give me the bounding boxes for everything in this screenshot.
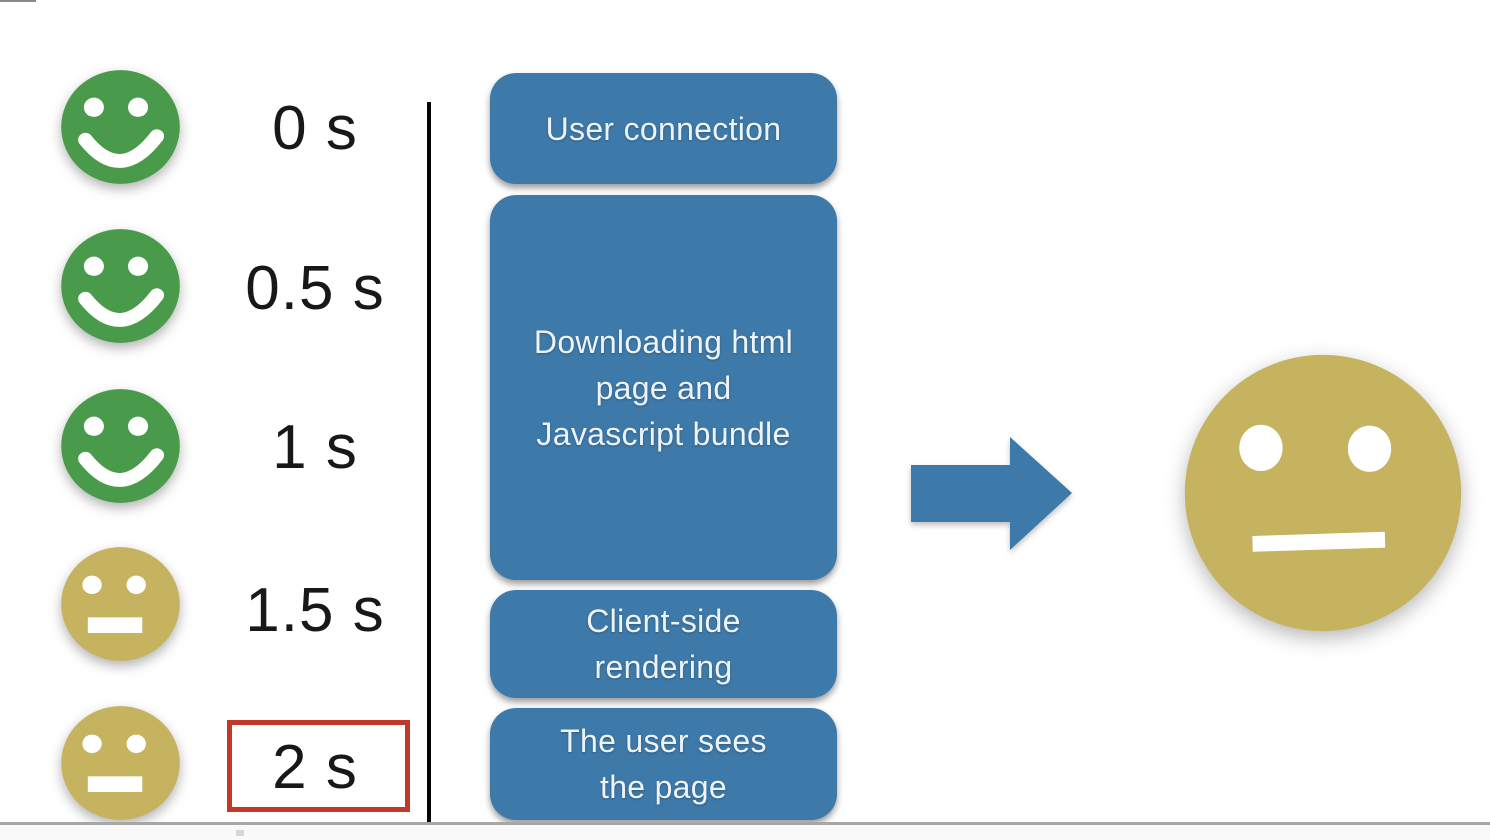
stage-label: User connection [545, 110, 782, 147]
timeline-axis [427, 102, 431, 825]
stage-box-user-sees-page: The user sees the page [490, 708, 837, 820]
happy-face-icon [60, 69, 181, 185]
neutral-face-icon [60, 705, 181, 821]
time-label: 0.5 s [245, 253, 385, 323]
stage-label: Javascript bundle [536, 415, 791, 452]
bottom-divider [0, 822, 1490, 825]
bottom-tick [236, 830, 244, 836]
stage-label: Downloading html [533, 323, 794, 360]
time-label: 0 s [272, 93, 358, 163]
happy-face-icon [60, 228, 181, 344]
stage-label: page and [595, 369, 732, 406]
stage-label: rendering [594, 649, 733, 685]
stage-box-user-connection: User connection [490, 73, 837, 184]
stage-label: The user sees [560, 723, 767, 759]
time-label: 1.5 s [245, 575, 385, 645]
time-label: 2 s [272, 732, 358, 802]
bottom-strip [0, 825, 1490, 840]
highlight-box [227, 720, 410, 812]
result-neutral-face-icon [1182, 352, 1464, 634]
stage-box-client-side-rendering: Client-side rendering [490, 590, 837, 698]
happy-face-icon [60, 388, 181, 504]
time-label: 1 s [272, 412, 358, 482]
right-arrow-icon [911, 437, 1072, 550]
stage-label: Client-side [586, 603, 741, 639]
top-edge-artifact [0, 0, 36, 2]
neutral-face-icon [60, 546, 181, 662]
stage-label: the page [600, 769, 727, 805]
stage-box-downloading: Downloading html page and Javascript bun… [490, 195, 837, 580]
